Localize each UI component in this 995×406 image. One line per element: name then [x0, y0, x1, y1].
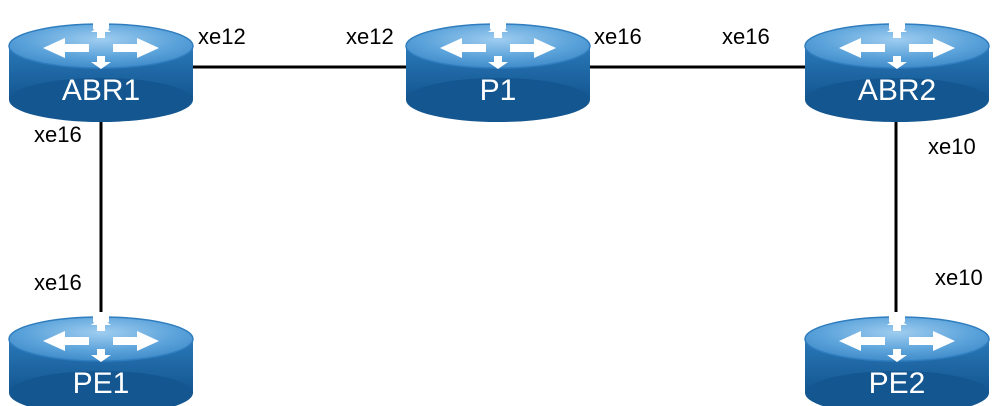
router-icon [804, 21, 990, 123]
port-label-pe2-xe10: xe10 [935, 265, 983, 290]
router-p1[interactable]: P1 [405, 21, 591, 123]
router-label-abr1: ABR1 [62, 74, 140, 107]
port-label-abr1-xe16: xe16 [34, 122, 82, 147]
router-pe1[interactable]: PE1 [8, 314, 194, 406]
router-icon [405, 21, 591, 123]
router-label-pe2: PE2 [869, 367, 926, 400]
router-label-p1: P1 [480, 74, 517, 107]
router-pe2[interactable]: PE2 [804, 314, 990, 406]
port-label-p1-xe12: xe12 [346, 24, 394, 49]
router-icon [8, 21, 194, 123]
port-label-p1-xe16: xe16 [594, 24, 642, 49]
port-label-abr1-xe12: xe12 [198, 24, 246, 49]
port-label-abr2-xe16: xe16 [722, 24, 770, 49]
router-label-pe1: PE1 [73, 367, 130, 400]
port-label-pe1-xe16: xe16 [34, 270, 82, 295]
router-abr2[interactable]: ABR2 [804, 21, 990, 123]
router-abr1[interactable]: ABR1 [8, 21, 194, 123]
port-label-abr2-xe10: xe10 [928, 134, 976, 159]
router-label-abr2: ABR2 [858, 74, 936, 107]
